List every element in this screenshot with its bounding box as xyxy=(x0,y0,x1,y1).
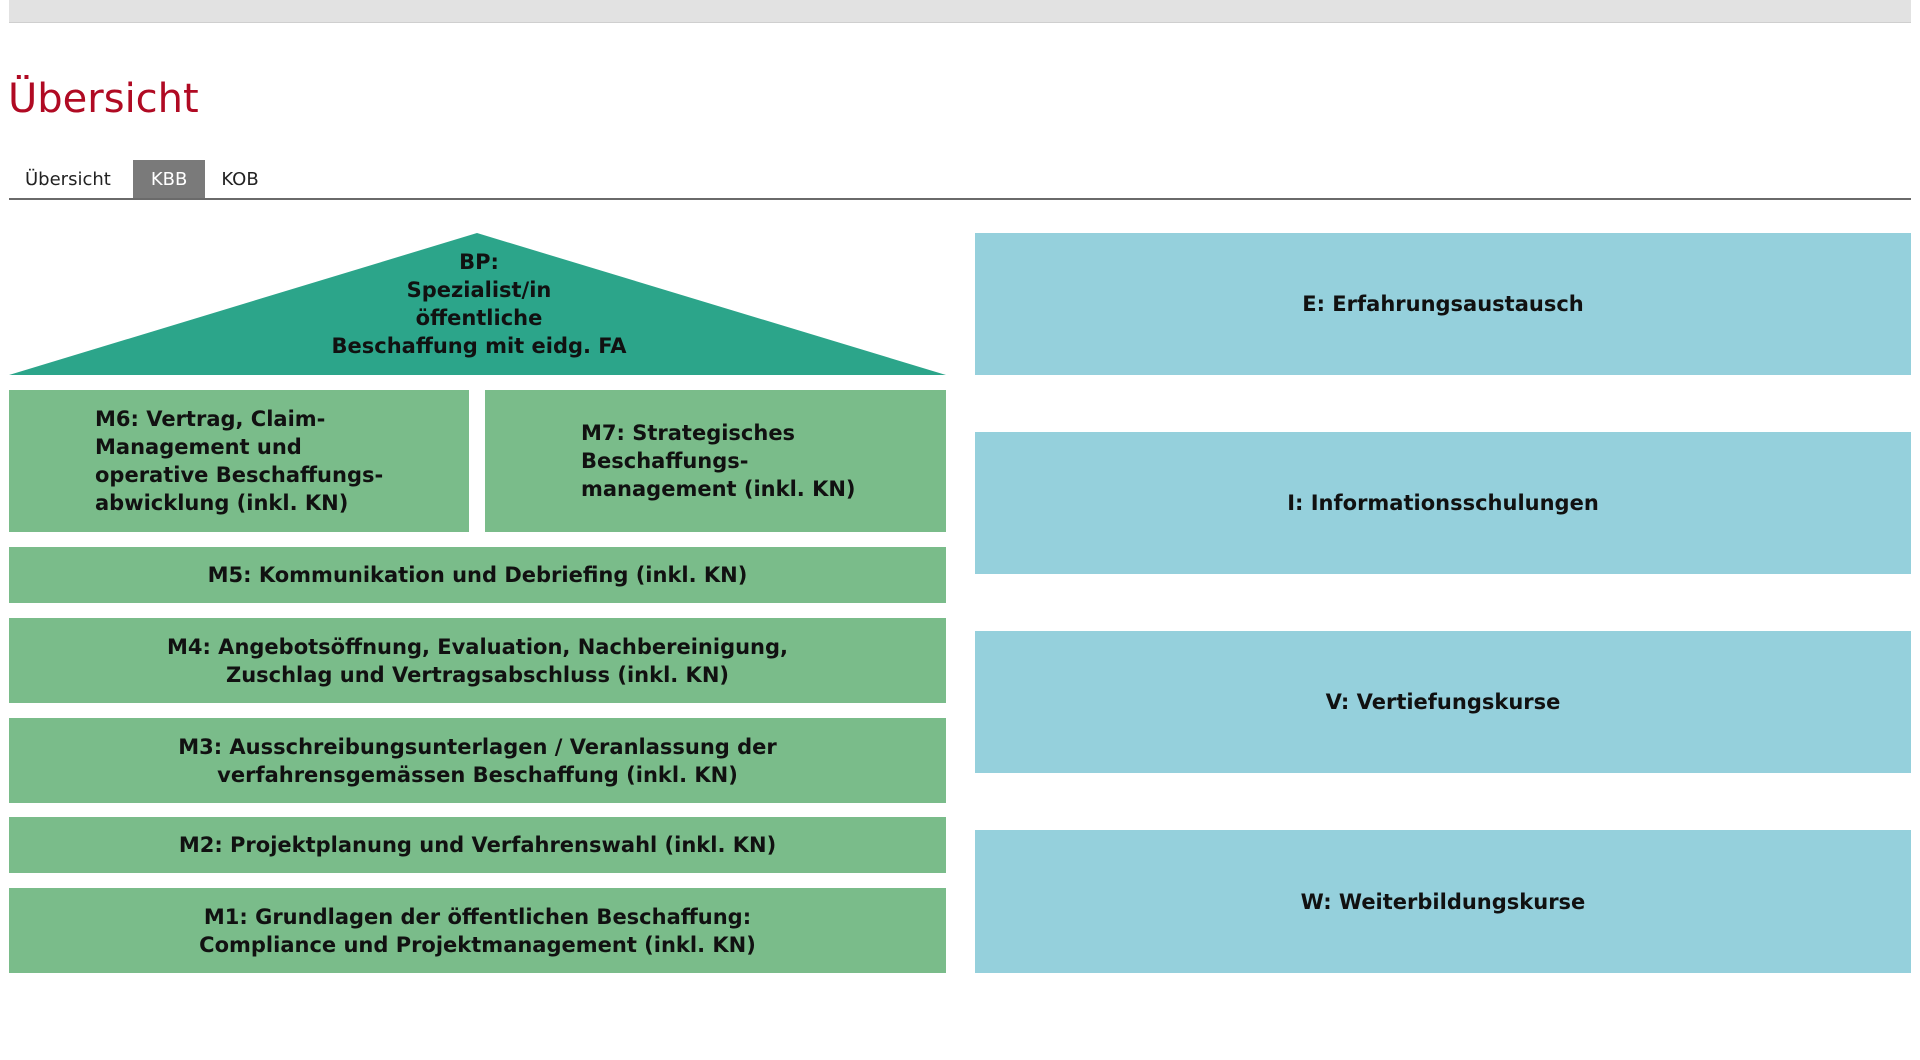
module-line: management (inkl. KN) xyxy=(581,477,856,501)
side-box-label: I: Informationsschulungen xyxy=(1287,491,1599,515)
tab-uebersicht[interactable]: Übersicht xyxy=(25,169,111,190)
module-m2-label: M2: Projektplanung und Verfahrenswahl (i… xyxy=(178,833,777,857)
module-line: verfahrensgemässen Beschaffung (inkl. KN… xyxy=(217,762,738,787)
module-line: Beschaffungs- xyxy=(581,449,749,473)
roof-bp-spezialist[interactable]: BP: Spezialist/in öffentliche Beschaffun… xyxy=(9,233,946,375)
module-line: abwicklung (inkl. KN) xyxy=(95,491,349,515)
tab-kbb[interactable]: KBB xyxy=(132,160,206,198)
module-m2[interactable]: M2: Projektplanung und Verfahrenswahl (i… xyxy=(9,817,946,873)
module-line: M3: Ausschreibungsunterlagen / Veranlass… xyxy=(178,734,777,759)
module-line: M6: Vertrag, Claim- xyxy=(95,407,326,431)
side-box-label: W: Weiterbildungskurse xyxy=(1300,889,1586,914)
module-m6-label: M6: Vertrag, Claim- Management und opera… xyxy=(95,405,383,517)
tab-bar: Übersicht KBB KOB xyxy=(9,160,1911,200)
module-line: M7: Strategisches xyxy=(581,421,796,445)
module-line: operative Beschaffungs- xyxy=(95,463,384,487)
side-box-vertiefungskurse[interactable]: V: Vertiefungskurse xyxy=(975,631,1911,773)
module-m6[interactable]: M6: Vertrag, Claim- Management und opera… xyxy=(9,390,469,532)
module-m1-label: M1: Grundlagen der öffentlichen Beschaff… xyxy=(199,903,756,959)
roof-line: Spezialist/in xyxy=(406,278,552,302)
module-m4-label: M4: Angebotsöffnung, Evaluation, Nachber… xyxy=(167,633,788,689)
side-box-label: E: Erfahrungsaustausch xyxy=(1302,292,1584,316)
module-line: Compliance und Projektmanagement (inkl. … xyxy=(199,932,756,957)
tab-kbob[interactable]: KOB xyxy=(221,169,259,190)
module-m4[interactable]: M4: Angebotsöffnung, Evaluation, Nachber… xyxy=(9,618,946,703)
roof-line: Beschaffung mit eidg. FA xyxy=(331,334,627,358)
module-m5[interactable]: M5: Kommunikation und Debriefing (inkl. … xyxy=(9,547,946,603)
side-box-label: V: Vertiefungskurse xyxy=(1325,690,1561,714)
module-m1[interactable]: M1: Grundlagen der öffentlichen Beschaff… xyxy=(9,888,946,973)
module-m3[interactable]: M3: Ausschreibungsunterlagen / Veranlass… xyxy=(9,718,946,803)
module-m7-label: M7: Strategisches Beschaffungs- manageme… xyxy=(581,419,856,503)
module-m5-label: M5: Kommunikation und Debriefing (inkl. … xyxy=(207,563,748,587)
module-m7[interactable]: M7: Strategisches Beschaffungs- manageme… xyxy=(485,390,946,532)
roof-line: öffentliche xyxy=(415,306,543,330)
module-line: Zuschlag und Vertragsabschluss (inkl. KN… xyxy=(225,662,730,687)
roof-shape xyxy=(9,233,946,375)
module-line: M4: Angebotsöffnung, Evaluation, Nachber… xyxy=(166,634,789,659)
top-bar xyxy=(9,0,1911,23)
side-box-informationsschulungen[interactable]: I: Informationsschulungen xyxy=(975,432,1911,574)
module-line: M1: Grundlagen der öffentlichen Beschaff… xyxy=(203,904,752,929)
page-title: Übersicht xyxy=(8,76,199,122)
side-box-weiterbildungskurse[interactable]: W: Weiterbildungskurse xyxy=(975,830,1911,973)
side-box-erfahrungsaustausch[interactable]: E: Erfahrungsaustausch xyxy=(975,233,1911,375)
roof-line: BP: xyxy=(459,250,499,274)
module-line: Management und xyxy=(95,435,302,459)
roof-label: BP: Spezialist/in öffentliche Beschaffun… xyxy=(239,248,719,360)
module-m3-label: M3: Ausschreibungsunterlagen / Veranlass… xyxy=(178,733,777,789)
